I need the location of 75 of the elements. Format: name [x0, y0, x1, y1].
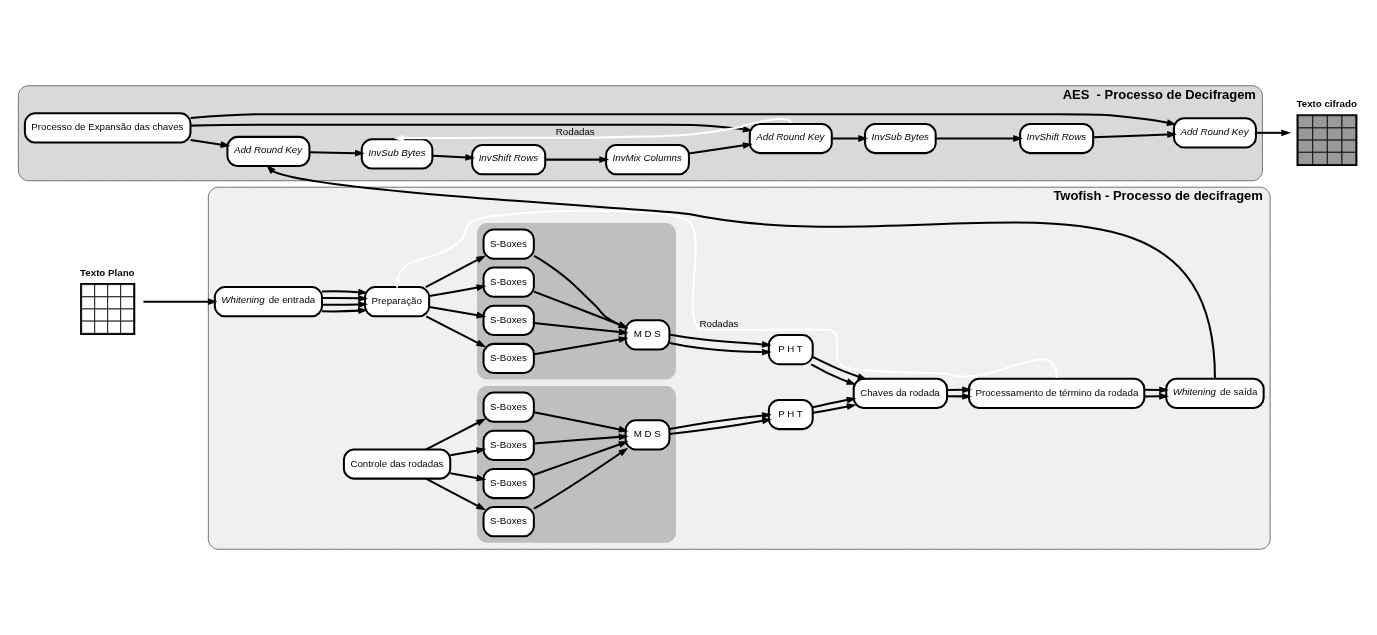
- arrow: [1256, 129, 1292, 137]
- arrow: [812, 403, 857, 414]
- arrow: [545, 156, 610, 164]
- arrow: [533, 411, 629, 433]
- node-box: Add Round Key: [226, 135, 311, 168]
- node-box: Whitening de entrada: [213, 286, 323, 318]
- arrow: [425, 255, 486, 288]
- node-box: S-Boxes: [482, 391, 535, 423]
- node-box: S-Boxes: [482, 228, 535, 260]
- arrow: [394, 209, 1058, 379]
- node-label: Texto cifrado: [1296, 98, 1357, 110]
- arrow: [190, 139, 231, 148]
- node-label: Texto Plano: [80, 267, 135, 279]
- arrow: [322, 301, 368, 308]
- node-box: Chaves da rodada: [852, 377, 949, 410]
- arrow: [309, 149, 365, 157]
- arrow: [812, 356, 868, 380]
- arrow: [429, 284, 487, 298]
- arrow: [947, 392, 972, 400]
- node-box: InvShift Rows: [1019, 122, 1095, 155]
- arrow: [190, 113, 1177, 126]
- node-box: Preparação: [364, 286, 431, 318]
- arrow: [533, 433, 629, 445]
- arrow: [669, 417, 772, 435]
- arrow: [321, 288, 368, 296]
- arrow: [266, 164, 1216, 379]
- edge-label: Rodadas: [555, 125, 595, 137]
- node-box: S-Boxes: [482, 467, 535, 500]
- node-box: InvSub Bytes: [864, 122, 937, 155]
- node-box: S-Boxes: [482, 304, 535, 336]
- arrow: [669, 333, 772, 348]
- arrow: [533, 441, 629, 476]
- arrow: [831, 135, 869, 142]
- node-box: Whitening de saída: [1165, 377, 1265, 410]
- node-box: S-Boxes: [482, 266, 535, 298]
- arrow: [143, 298, 218, 306]
- node-box: InvSub Bytes: [360, 138, 434, 170]
- arrow: [425, 315, 487, 348]
- node-box: M D S: [624, 319, 671, 351]
- node-box: Processo de Expansão das chaves: [23, 112, 192, 144]
- arrow: [669, 412, 772, 431]
- arrow: [450, 472, 487, 482]
- arrow: [394, 117, 792, 142]
- arrow: [425, 418, 487, 451]
- arrow: [190, 123, 753, 133]
- arrow: [810, 363, 857, 385]
- edge-label: Rodadas: [699, 317, 739, 329]
- arrow: [947, 386, 972, 394]
- arrow: [935, 135, 1023, 142]
- arrow: [450, 447, 487, 457]
- node-box: InvMix Columns: [605, 144, 690, 176]
- node-box: P H T: [767, 398, 814, 431]
- node-box: S-Boxes: [482, 506, 535, 538]
- node-box: Controle das rodadas: [342, 448, 452, 480]
- node-box: Add Round Key: [748, 122, 833, 155]
- arrow: [812, 396, 857, 409]
- arrow: [321, 307, 368, 315]
- node-box: Add Round Key: [1172, 117, 1257, 149]
- arrow: [1144, 386, 1169, 394]
- arrow: [669, 341, 772, 356]
- arrow: [533, 447, 629, 510]
- arrow: [429, 306, 487, 319]
- arrow: [533, 336, 629, 356]
- arrow: [688, 142, 753, 155]
- arrow: [322, 294, 368, 302]
- node-box: S-Boxes: [482, 429, 535, 461]
- arrow: [425, 477, 486, 511]
- arrow: [432, 154, 476, 161]
- node-box: S-Boxes: [482, 342, 535, 375]
- arrow: [1093, 131, 1177, 139]
- node-box: Processamento de término da rodada: [967, 377, 1146, 410]
- arrow: [1144, 392, 1169, 400]
- node-box: M D S: [624, 419, 671, 451]
- node-box: InvShift Rows: [471, 144, 547, 176]
- node-box: P H T: [767, 333, 814, 366]
